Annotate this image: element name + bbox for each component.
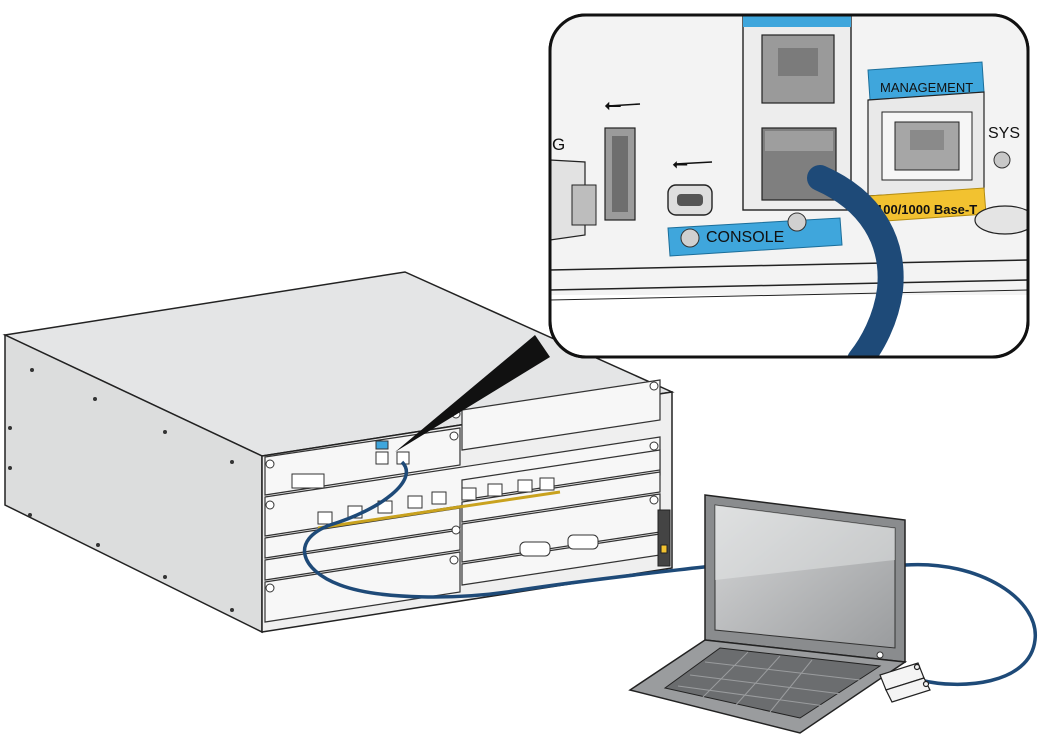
mini-usb-port: ⭠ (667, 153, 713, 216)
mpu-ports (291, 440, 410, 489)
management-label: MANAGEMENT (880, 80, 973, 95)
console-cable-laptop-end (904, 562, 1037, 686)
port-g: G (550, 135, 597, 241)
usb-icon: ⭠ (604, 92, 622, 117)
power-module (657, 509, 671, 567)
callout-zoom: G ⭠ ⭠ CONSO (548, 13, 1030, 359)
eth-speed-label: 100/1000 Base-T (876, 202, 977, 217)
laptop (628, 494, 931, 734)
console-cable (302, 460, 721, 599)
slot-blank-5 (461, 471, 661, 523)
laptop-screen-reflection (715, 505, 895, 580)
sys-led-icon (993, 151, 1011, 169)
sys-indicator: SYS (988, 125, 1020, 169)
usb-port: ⭠ (604, 92, 641, 221)
slot-mpu-2 (264, 551, 461, 623)
slot-screws (265, 381, 659, 593)
sys-label: SYS (988, 125, 1020, 142)
console-label: CONSOLE (706, 229, 784, 246)
console-strip: CONSOLE (667, 212, 843, 257)
serial-connectors (519, 534, 599, 557)
port-g-label: G (552, 135, 565, 154)
usb-icon-line (607, 103, 641, 107)
interface-led-strip (317, 490, 561, 530)
laptop-screen (714, 504, 896, 649)
laptop-power-led (876, 651, 884, 659)
side-screws (8, 368, 234, 612)
slot-blank-3 (461, 379, 661, 451)
management-port: MANAGEMENT 100/1000 Base-T (867, 61, 987, 223)
router-chassis (2, 271, 675, 634)
callout-console-cable (807, 165, 904, 357)
ground-ring-icon (974, 205, 1028, 235)
laptop-keyboard (663, 647, 882, 719)
callout-pointer (395, 335, 550, 452)
db9-connector-icon (879, 662, 931, 703)
laptop-keys (677, 651, 861, 713)
